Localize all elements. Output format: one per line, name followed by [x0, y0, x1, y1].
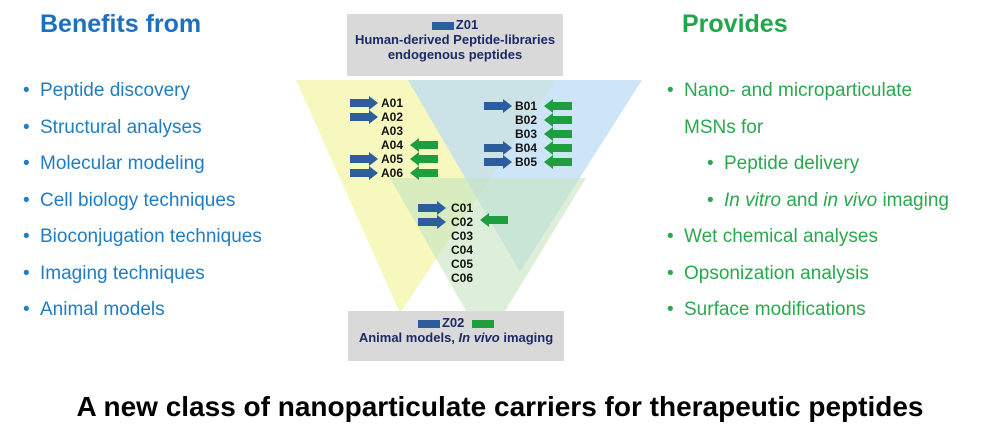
arrow-right-icon	[431, 21, 454, 30]
bottom-italic: In vivo	[458, 330, 500, 345]
bullet-icon: •	[23, 153, 30, 174]
bullet-icon: •	[667, 262, 674, 284]
benefits-list: •Peptide discovery •Structural analyses …	[23, 73, 262, 329]
arrow-left-icon	[410, 138, 438, 152]
arrow-left-icon	[544, 141, 572, 155]
bullet-icon: •	[23, 116, 30, 138]
arrow-left-icon	[472, 319, 495, 328]
code-a01: A01	[381, 96, 404, 110]
code-a02: A02	[381, 110, 404, 124]
code-c01: C01	[451, 201, 474, 215]
code-b03: B03	[515, 127, 538, 141]
bottom-code: Z02	[441, 315, 465, 330]
bullet-icon: •	[667, 226, 674, 247]
bullet-icon: •	[23, 189, 30, 211]
list-item-continuation: MSNs for	[684, 116, 764, 138]
bullet-icon: •	[707, 189, 714, 211]
code-a05: A05	[381, 152, 404, 166]
provides-title: Provides	[682, 10, 788, 38]
bullet-icon: •	[707, 153, 714, 174]
footer-headline: A new class of nanoparticulate carriers …	[76, 391, 924, 422]
code-b04: B04	[515, 141, 538, 155]
arrow-left-icon	[544, 113, 572, 127]
code-c02: C02	[451, 215, 474, 229]
list-item: •Opsonization analysis	[667, 256, 949, 293]
arrow-right-icon	[350, 152, 378, 166]
code-a06: A06	[381, 166, 404, 180]
benefits-title: Benefits from	[40, 10, 202, 38]
arrow-right-icon	[418, 215, 446, 229]
arrow-right-icon	[484, 155, 512, 169]
list-item: •Cell biology techniques	[23, 183, 262, 220]
triangle-b	[408, 80, 642, 272]
bullet-icon: •	[23, 299, 30, 320]
code-c04: C04	[451, 243, 474, 257]
bullet-icon: •	[23, 226, 30, 247]
arrow-left-icon	[480, 213, 508, 227]
sub-list-item: •Peptide delivery	[684, 146, 949, 183]
list-item: •Peptide discovery	[23, 73, 262, 110]
bullet-icon: •	[23, 80, 30, 101]
bullet-icon: •	[667, 80, 674, 101]
code-a04: A04	[381, 138, 404, 152]
code-c05: C05	[451, 257, 474, 271]
arrow-left-icon	[544, 127, 572, 141]
bottom-box: Z02 Animal models, In vivo imaging	[348, 311, 564, 361]
code-c03: C03	[451, 229, 474, 243]
list-item: •Structural analyses	[23, 110, 262, 147]
top-box: Z01 Human-derived Peptide-libraries endo…	[347, 14, 563, 76]
top-code: Z01	[455, 17, 479, 32]
list-item: •Animal models	[23, 292, 262, 329]
code-c06: C06	[451, 271, 474, 285]
sub-list-item: •In vitro and in vivo imaging	[684, 183, 949, 220]
bottom-line1: Animal models,	[358, 330, 459, 345]
arrow-right-icon	[350, 110, 378, 124]
arrow-right-icon	[350, 166, 378, 180]
arrow-right-icon	[417, 319, 440, 328]
list-item: •Molecular modeling	[23, 146, 262, 183]
provides-list: •Nano- and microparticulate MSNs for •Pe…	[667, 73, 949, 329]
top-line1: Human-derived Peptide-libraries	[354, 32, 556, 47]
code-a03: A03	[381, 124, 404, 138]
bottom-line1-end: imaging	[499, 330, 554, 345]
arrow-left-icon	[410, 152, 438, 166]
bullet-icon: •	[23, 262, 30, 284]
arrow-left-icon	[544, 155, 572, 169]
list-item: •Bioconjugation techniques	[23, 219, 262, 256]
code-b02: B02	[515, 113, 538, 127]
arrow-left-icon	[544, 99, 572, 113]
top-line2: endogenous peptides	[387, 47, 523, 62]
arrow-right-icon	[484, 99, 512, 113]
arrow-left-icon	[410, 166, 438, 180]
list-item: •Surface modifications	[667, 292, 949, 329]
arrow-right-icon	[484, 141, 512, 155]
list-item: •Wet chemical analyses	[667, 219, 949, 256]
arrow-right-icon	[418, 201, 446, 215]
list-item: •Imaging techniques	[23, 256, 262, 293]
code-b05: B05	[515, 155, 538, 169]
bullet-icon: •	[667, 299, 674, 320]
list-item: •Nano- and microparticulate	[667, 73, 949, 110]
code-b01: B01	[515, 99, 538, 113]
arrow-right-icon	[350, 96, 378, 110]
